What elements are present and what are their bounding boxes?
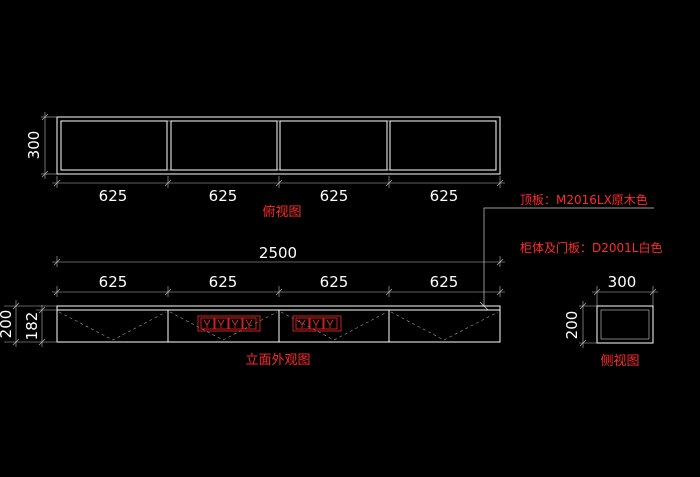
top-view-width-4: 625 — [430, 187, 459, 205]
elevation-width-2: 625 — [209, 273, 238, 291]
side-view: 300 200 侧视图 — [563, 273, 658, 369]
material-notes: 顶板：M2016LX原木色 柜体及门板：D2001L白色 — [479, 193, 662, 311]
top-view-compartment-1 — [60, 120, 168, 171]
elevation-height-inner: 182 — [23, 312, 41, 341]
side-view-inner-frame — [600, 309, 650, 340]
top-view-width-1: 625 — [99, 187, 128, 205]
elevation-total-dimension: 2500 — [52, 244, 505, 267]
top-view-depth-dimension: 300 — [25, 112, 57, 179]
elevation-width-3: 625 — [320, 273, 349, 291]
top-view: 300 625 625 625 625 俯视图 — [25, 112, 505, 220]
elevation-height-dimensions: 200 182 — [0, 300, 57, 347]
side-view-outer-frame — [596, 305, 654, 344]
side-view-height-label: 200 — [563, 311, 581, 340]
elevation-width-4: 625 — [430, 273, 459, 291]
top-view-caption: 俯视图 — [262, 204, 301, 220]
top-view-compartment-3 — [279, 120, 388, 171]
side-view-width-label: 300 — [608, 273, 637, 291]
top-view-compartment-4 — [389, 120, 497, 171]
note-leader-line — [483, 207, 654, 306]
side-view-width-dimension: 300 — [592, 273, 658, 306]
door-swing-mark-2 — [169, 311, 278, 341]
elevation-caption: 立面外观图 — [245, 353, 310, 368]
note-body-doors: 柜体及门板：D2001L白色 — [520, 240, 662, 255]
top-view-inner-frame — [60, 120, 497, 171]
socket-panel-2 — [292, 315, 342, 332]
door-swing-mark-3 — [280, 311, 388, 341]
side-view-height-dimension: 200 — [563, 301, 597, 348]
note-top-panel: 顶板：M2016LX原木色 — [520, 193, 648, 207]
elevation-view: 2500 625 625 625 625 — [0, 244, 505, 368]
elevation-width-1: 625 — [99, 273, 128, 291]
top-view-width-3: 625 — [320, 187, 349, 205]
top-view-outer-frame — [56, 116, 501, 175]
top-view-compartment-2 — [170, 120, 278, 171]
elevation-section-dimensions: 625 625 625 625 — [52, 273, 505, 297]
door-swing-mark-4 — [390, 311, 499, 341]
top-view-width-2: 625 — [209, 187, 238, 205]
top-view-depth-label: 300 — [25, 131, 43, 160]
elevation-total-width: 2500 — [259, 244, 297, 262]
top-view-width-dimensions: 625 625 625 625 — [52, 176, 505, 205]
socket-panel-1 — [197, 315, 261, 332]
side-view-caption: 侧视图 — [600, 354, 639, 369]
door-swing-mark-1 — [58, 311, 167, 341]
elevation-height-outer: 200 — [0, 310, 15, 339]
